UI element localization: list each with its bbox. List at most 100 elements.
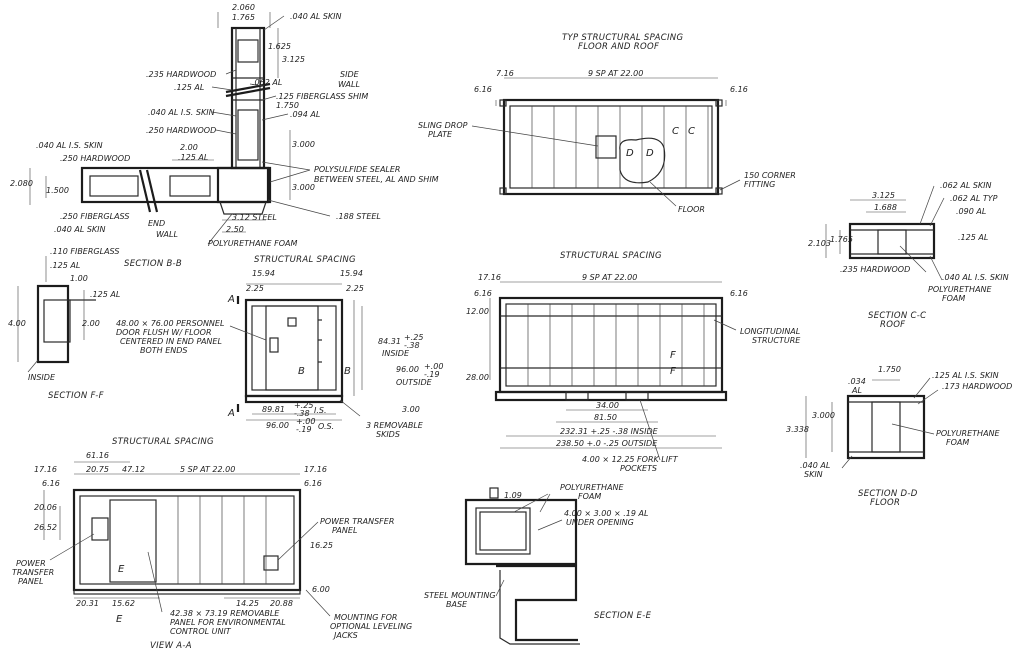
ee-label-2: FOAM	[578, 492, 601, 501]
typ-spacing-plan: 7.16 9 SP AT 22.00 6.16 6.16 SLING DROP …	[418, 33, 796, 214]
bb-dim-8: 3.000	[292, 183, 315, 192]
bb-label-12: .250 HARDWOOD	[60, 154, 130, 163]
cc-label-8: FOAM	[942, 294, 965, 303]
end-dim-20: -.19	[296, 425, 312, 434]
typ-dim-2: 9 SP AT 22.00	[588, 69, 643, 78]
section-ee-title: SECTION E-E	[594, 611, 652, 621]
section-dd-subtitle: FLOOR	[870, 498, 900, 508]
aa-label-10: OPTIONAL LEVELING	[330, 622, 412, 631]
side-dim-6: 28.00	[466, 373, 489, 382]
floor-base-outline	[80, 166, 270, 204]
personnel-door	[265, 305, 319, 391]
aa-dim-12: 6.00	[312, 585, 330, 594]
ff-label-7: INSIDE	[28, 373, 56, 382]
bb-label-8: .040 AL I.S. SKIN	[148, 108, 215, 117]
bb-dim-9: 2.080	[10, 179, 33, 188]
end-view: 15.94 15.94 2.25 2.25 A A B B 48.00 × 76…	[116, 255, 443, 439]
bb-dim-3: 1.625	[268, 42, 291, 51]
ee-label-3: 4.00 × 3.00 × .19 AL	[564, 509, 648, 518]
dd-dim-2: .034	[848, 377, 866, 386]
end-dim-1: 15.94	[252, 269, 275, 278]
end-dim-18: 96.00	[266, 421, 289, 430]
cc-label-3: .090 AL	[956, 207, 986, 216]
aa-section-e-1: E	[118, 564, 125, 575]
end-section-b-right: B	[344, 366, 351, 377]
end-label-door-4: BOTH ENDS	[140, 346, 188, 355]
typ-title-2: FLOOR AND ROOF	[578, 42, 659, 52]
bb-dim-2: 1.765	[232, 13, 255, 22]
bb-label-18: END	[148, 219, 165, 228]
end-dim-16: -.38	[294, 409, 310, 418]
end-dim-2: 15.94	[340, 269, 363, 278]
end-dim-11: -.19	[424, 370, 440, 379]
view-aa-title: VIEW A-A	[150, 641, 192, 651]
side-elevation-outline	[498, 296, 724, 394]
dd-label-2: .173 HARDWOOD	[942, 382, 1012, 391]
sling-drop-plate	[595, 135, 617, 159]
floor-roof-outline	[502, 98, 720, 196]
aa-dim-8: 6.16	[304, 479, 322, 488]
ee-label-6: BASE	[446, 600, 468, 609]
ee-label-4: UNDER OPENING	[566, 518, 634, 527]
aa-dim-14: 15.62	[112, 599, 135, 608]
typ-dim-3: 6.16	[474, 85, 492, 94]
side-label-fork-1: 4.00 × 12.25 FORK LIFT	[582, 455, 679, 464]
dd-dim-1: 1.750	[878, 365, 901, 374]
dd-dim-5: 3.338	[786, 425, 809, 434]
side-dim-10: 238.50 +.0 -.25 OUTSIDE	[556, 439, 658, 448]
view-aa-spacing-title: STRUCTURAL SPACING	[112, 437, 214, 447]
end-dim-7: -.38	[404, 341, 420, 350]
bb-label-11: .040 AL I.S. SKIN	[36, 141, 103, 150]
side-spacing-title: STRUCTURAL SPACING	[560, 251, 662, 261]
ee-dim-1: 1.09	[504, 491, 522, 500]
side-wall-outline	[230, 26, 266, 170]
fork-pocket-left	[565, 391, 589, 401]
side-label-fork-2: POCKETS	[620, 464, 657, 473]
end-dim-14: 89.81	[262, 405, 285, 414]
ff-label-3: 1.00	[70, 274, 88, 283]
typ-section-c-2: C	[688, 126, 695, 137]
end-dim-10: +.00	[424, 362, 443, 371]
bb-label-15: BETWEEN STEEL, AL AND SHIM	[314, 175, 439, 184]
bb-label-7: .125 FIBERGLASS SHIM	[276, 92, 368, 101]
cc-dim-2: 1.688	[874, 203, 897, 212]
end-view-title: STRUCTURAL SPACING	[254, 255, 356, 265]
side-dim-3: 6.16	[474, 289, 492, 298]
dd-label-1: .125 AL I.S. SKIN	[932, 371, 999, 380]
bb-label-16: .250 FIBERGLASS	[60, 212, 129, 221]
end-label-skids-1: 3 REMOVABLE	[366, 421, 424, 430]
section-dd: 1.750 .034 AL .125 AL I.S. SKIN .173 HAR…	[786, 365, 1012, 508]
side-section-f-2: F	[670, 366, 676, 377]
dd-label-3: POLYURETHANE	[936, 429, 1001, 438]
cc-label-2: .062 AL TYP	[950, 194, 998, 203]
typ-label-fitting-2: FITTING	[744, 180, 775, 189]
side-dim-8: 81.50	[594, 413, 617, 422]
cc-dim-1: 3.125	[872, 191, 895, 200]
bb-dim-12: 2.50	[226, 225, 244, 234]
section-bb: 2.060 1.765 .040 AL SKIN 1.625 3.125 .23…	[10, 3, 439, 269]
wall-studs	[527, 304, 705, 386]
bb-label-17: .040 AL SKIN	[54, 225, 106, 234]
cc-label-7: POLYURETHANE	[928, 285, 993, 294]
section-ff-title: SECTION F-F	[48, 391, 104, 401]
bb-label-21: .188 STEEL	[336, 212, 381, 221]
typ-section-c-1: C	[672, 126, 679, 137]
end-dim-17: I.S.	[314, 406, 327, 415]
aa-dim-7: 6.16	[42, 479, 60, 488]
bb-label-9: .094 AL	[290, 110, 320, 119]
aa-dim-6: 17.16	[304, 465, 327, 474]
side-dim-2: 9 SP AT 22.00	[582, 273, 637, 282]
bb-label-1: .040 AL SKIN	[290, 12, 342, 21]
typ-section-d-1: D	[626, 148, 634, 159]
side-dim-5: 12.00	[466, 307, 489, 316]
aa-label-4: POWER TRANSFER	[320, 517, 394, 526]
cc-label-5: .235 HARDWOOD	[840, 265, 910, 274]
end-label-door-2: DOOR FLUSH W/ FLOOR	[116, 328, 212, 337]
end-dim-15: +.25	[294, 401, 313, 410]
typ-title-1: TYP STRUCTURAL SPACING	[562, 33, 683, 43]
aa-dim-2: 17.16	[34, 465, 57, 474]
cc-label-6: .040 AL I.S. SKIN	[942, 273, 1009, 282]
end-dim-8: INSIDE	[382, 349, 410, 358]
end-dim-12: OUTSIDE	[396, 378, 433, 387]
bb-dim-5: 1.750	[276, 101, 299, 110]
